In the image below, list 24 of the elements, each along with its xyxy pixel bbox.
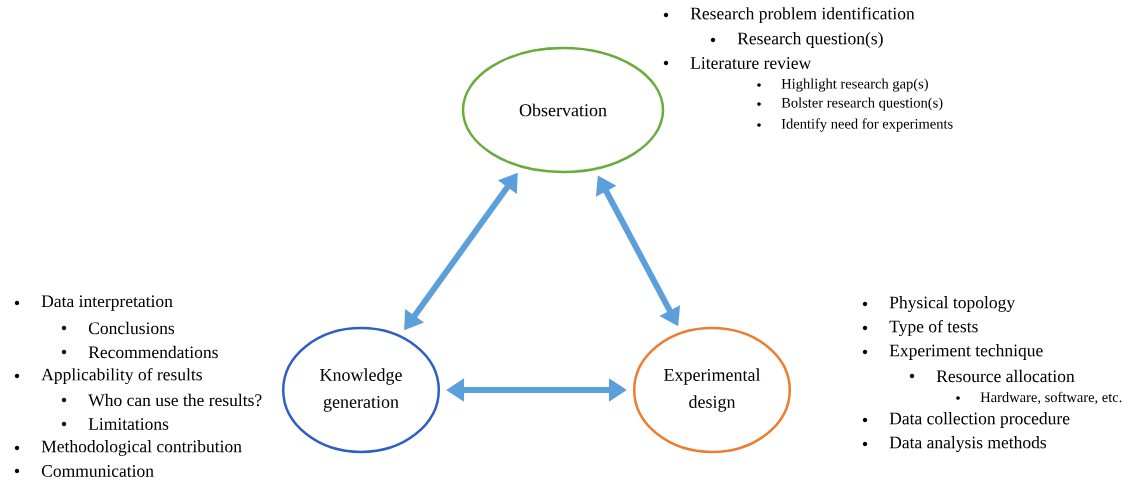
list-item: Type of tests: [889, 319, 978, 337]
list-item: Limitations: [88, 418, 169, 430]
list-item: Data analysis methods: [889, 436, 1047, 452]
list-item: Hardware, software, etc.: [980, 391, 1122, 405]
list-item: Physical topology: [889, 296, 1016, 312]
list-item: Methodological contribution: [41, 440, 242, 456]
list-item: Bolster research question(s): [781, 97, 943, 111]
list-item: Identify need for experiments: [781, 118, 953, 132]
ellipse-node: Observation: [461, 46, 665, 174]
list-item: Research question(s): [737, 32, 883, 48]
list-item: Highlight research gap(s): [781, 78, 928, 92]
list-item: Communication: [41, 465, 154, 477]
list-item: Who can use the results?: [88, 393, 262, 407]
list-item: Data collection procedure: [889, 412, 1070, 428]
list-item: Recommendations: [88, 345, 218, 359]
list-item: Data interpretation: [41, 295, 173, 311]
list-item: Applicability of results: [41, 367, 202, 385]
list-item: Conclusions: [88, 321, 175, 335]
list-item: Literature review: [690, 57, 812, 69]
list-item: Resource allocation: [936, 369, 1075, 383]
list-item: Research problem identification: [690, 6, 915, 24]
list-item: Experiment technique: [889, 344, 1043, 360]
ellipse-node: Experimental design: [632, 326, 792, 454]
ellipse-node: Knowledge generation: [281, 326, 441, 454]
